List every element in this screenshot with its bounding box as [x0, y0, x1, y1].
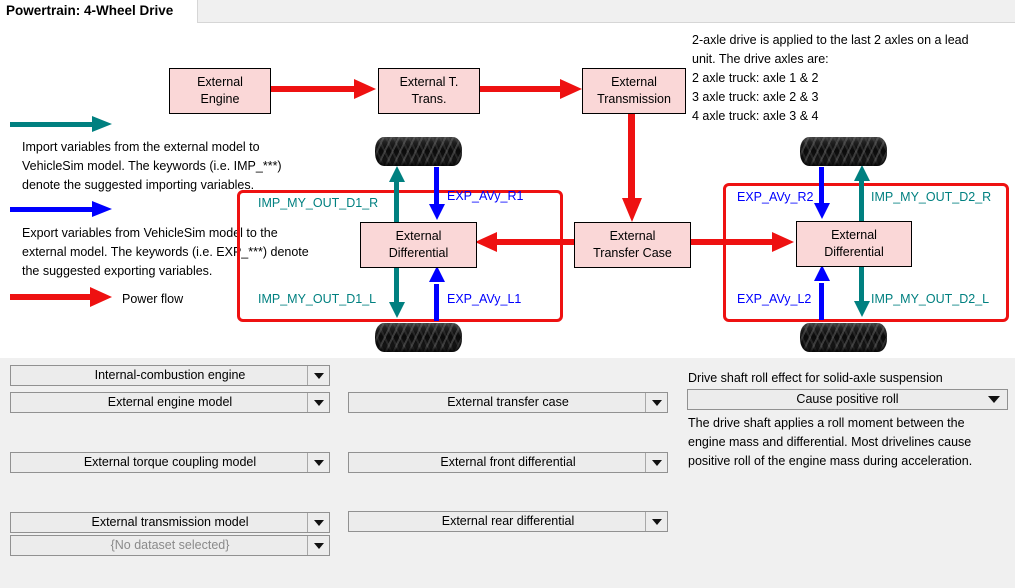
- import-legend-arrow: [10, 122, 94, 127]
- transmission-model-dropdown[interactable]: External transmission model: [10, 512, 330, 533]
- transmission-dataset-dropdown[interactable]: {No dataset selected}: [10, 535, 330, 556]
- powertrain-type-dropdown[interactable]: Internal-combustion engine: [10, 365, 330, 386]
- chevron-down-icon: [314, 373, 324, 379]
- front-differential-value: External front differential: [440, 455, 576, 469]
- dropdown-divider: [307, 366, 308, 385]
- dropdown-divider: [307, 453, 308, 472]
- chevron-down-icon: [314, 520, 324, 526]
- power-legend-text: Power flow: [122, 292, 184, 306]
- rear-differential-value: External rear differential: [441, 514, 575, 528]
- port-label-front-exp-right: EXP_AVy_R1: [447, 189, 524, 203]
- rear-export-arrowhead-icon: [814, 203, 830, 219]
- power-arrow-transmission-to-transfercase: [628, 112, 635, 200]
- power-arrow-transfercase-to-reardiff: [689, 239, 774, 245]
- dropdown-divider: [307, 513, 308, 532]
- chevron-down-icon: [314, 400, 324, 406]
- tire-front-left: [375, 323, 462, 352]
- dropdown-divider: [307, 393, 308, 412]
- chevron-down-icon: [652, 460, 662, 466]
- transfer-case-value: External transfer case: [447, 395, 569, 409]
- export-legend-text: Export variables from VehicleSim model t…: [22, 226, 309, 278]
- rear-axle-group-outline: [723, 183, 1009, 322]
- engine-model-dropdown[interactable]: External engine model: [10, 392, 330, 413]
- export-legend-arrow: [10, 207, 94, 212]
- rear-import-arrow-right: [859, 179, 864, 221]
- power-arrowhead-icon: [772, 232, 794, 252]
- rear-differential-dropdown[interactable]: External rear differential: [348, 511, 668, 532]
- export-legend-arrowhead-icon: [92, 201, 112, 217]
- front-import-arrow-right: [394, 180, 399, 222]
- external-transfer-case-box: External Transfer Case: [574, 222, 691, 268]
- dropdown-divider: [307, 536, 308, 555]
- roll-effect-value: Cause positive roll: [796, 392, 899, 406]
- tire-front-right: [375, 137, 462, 166]
- power-arrowhead-icon: [560, 79, 582, 99]
- torque-coupling-value: External torque coupling model: [83, 455, 257, 469]
- transmission-dataset-value: {No dataset selected}: [110, 538, 230, 552]
- front-export-arrow-right: [434, 167, 439, 206]
- rear-export-arrow-right: [819, 167, 824, 205]
- chevron-down-icon: [314, 460, 324, 466]
- transfer-case-dropdown[interactable]: External transfer case: [348, 392, 668, 413]
- power-arrow-engine-to-ttrans: [270, 86, 356, 92]
- power-arrowhead-icon: [354, 79, 376, 99]
- port-label-rear-imp-right: IMP_MY_OUT_D2_R: [871, 190, 992, 204]
- chevron-down-icon: [652, 519, 662, 525]
- external-rear-differential-box: External Differential: [796, 221, 912, 267]
- rear-import-arrow-left: [859, 265, 864, 303]
- power-legend-arrow: [10, 294, 92, 300]
- torque-coupling-dropdown[interactable]: External torque coupling model: [10, 452, 330, 473]
- tab-strip: [197, 0, 1015, 23]
- port-label-front-imp-right: IMP_MY_OUT_D1_R: [258, 196, 379, 210]
- chevron-down-icon: [652, 400, 662, 406]
- transmission-model-value: External transmission model: [91, 515, 249, 529]
- external-torque-trans-box: External T. Trans.: [378, 68, 480, 114]
- port-label-front-exp-left: EXP_AVy_L1: [447, 292, 522, 306]
- roll-effect-description: The drive shaft applies a roll moment be…: [688, 416, 973, 468]
- tire-rear-right: [800, 137, 887, 166]
- roll-effect-label: Drive shaft roll effect for solid-axle s…: [688, 371, 943, 385]
- import-legend-arrowhead-icon: [92, 116, 112, 132]
- import-legend-text: Import variables from the external model…: [22, 140, 282, 192]
- tire-rear-left: [800, 323, 887, 352]
- engine-model-value: External engine model: [107, 395, 233, 409]
- power-arrowhead-icon: [622, 198, 642, 222]
- rear-import-arrowhead-icon: [854, 301, 870, 317]
- port-label-front-imp-left: IMP_MY_OUT_D1_L: [258, 292, 377, 306]
- axle-drive-note: 2-axle drive is applied to the last 2 ax…: [692, 33, 969, 123]
- powertrain-type-value: Internal-combustion engine: [94, 368, 246, 382]
- power-arrow-transfercase-to-frontdiff: [495, 239, 574, 245]
- power-arrow-ttrans-to-transmission: [478, 86, 562, 92]
- chevron-down-icon: [988, 396, 1000, 403]
- external-front-differential-box: External Differential: [360, 222, 477, 268]
- port-label-rear-exp-left: EXP_AVy_L2: [737, 292, 812, 306]
- front-differential-dropdown[interactable]: External front differential: [348, 452, 668, 473]
- front-import-arrowhead-icon: [389, 166, 405, 182]
- front-export-arrow-left: [434, 284, 439, 321]
- rear-export-arrowhead-icon: [814, 265, 830, 281]
- port-label-rear-exp-right: EXP_AVy_R2: [737, 190, 814, 204]
- dropdown-divider: [645, 393, 646, 412]
- rear-import-arrowhead-icon: [854, 165, 870, 181]
- front-export-arrowhead-icon: [429, 266, 445, 282]
- roll-effect-dropdown[interactable]: Cause positive roll: [687, 389, 1008, 410]
- chevron-down-icon: [314, 543, 324, 549]
- rear-export-arrow-left: [819, 283, 824, 320]
- dropdown-divider: [645, 453, 646, 472]
- port-label-rear-imp-left: IMP_MY_OUT_D2_L: [871, 292, 990, 306]
- front-import-arrow-left: [394, 266, 399, 304]
- external-engine-box: External Engine: [169, 68, 271, 114]
- external-transmission-box: External Transmission: [582, 68, 686, 114]
- page-title: Powertrain: 4-Wheel Drive: [6, 3, 174, 18]
- front-export-arrowhead-icon: [429, 204, 445, 220]
- front-axle-group-outline: [237, 190, 563, 322]
- power-arrowhead-icon: [475, 232, 497, 252]
- dropdown-divider: [645, 512, 646, 531]
- front-import-arrowhead-icon: [389, 302, 405, 318]
- power-legend-arrowhead-icon: [90, 287, 112, 307]
